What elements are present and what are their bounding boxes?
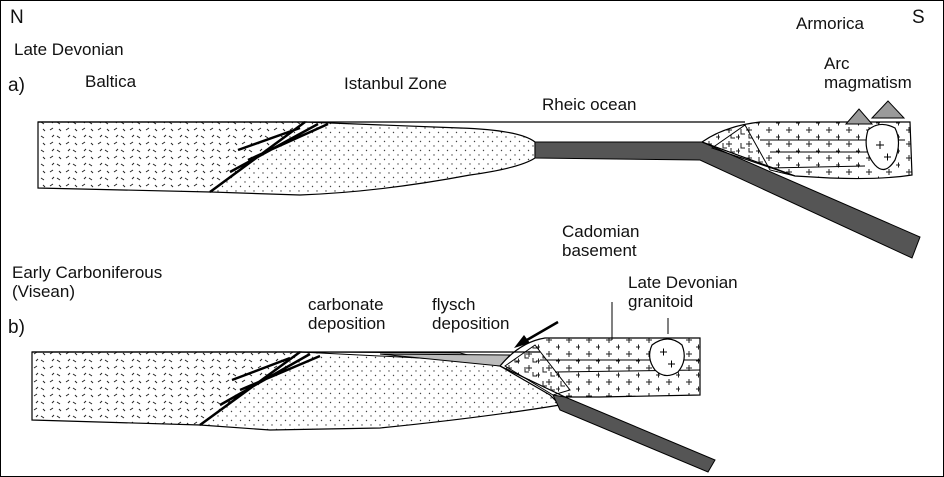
carbonate-line1: carbonate <box>308 295 384 314</box>
subducting-slab-b <box>552 394 716 473</box>
granitoid-line1: Late Devonian <box>628 273 738 292</box>
armorica-crust-a <box>700 121 913 180</box>
carbonate-line2: deposition <box>308 314 386 333</box>
early-carboniferous-label: Early Carboniferous (Visean) <box>12 263 162 301</box>
thrust-faults-b <box>199 350 321 427</box>
age-b-line2: (Visean) <box>12 282 75 301</box>
arc-volcano-2-a <box>870 100 906 119</box>
rheic-ocean-label: Rheic ocean <box>542 95 637 114</box>
late-devonian-granitoid-label: Late Devonian granitoid <box>628 273 738 311</box>
baltica-label: Baltica <box>85 72 137 91</box>
flysch-line1: flysch <box>432 295 476 314</box>
arc-volcano-1-a <box>844 108 874 125</box>
thrust-faults-a <box>209 120 329 194</box>
arc-label-line2: magmatism <box>824 73 912 92</box>
granitoid-pluton-b <box>649 338 685 377</box>
cadomian-basement-label: Cadomian basement <box>562 222 640 260</box>
istanbul-zone-label: Istanbul Zone <box>344 74 448 93</box>
arc-magmatism-label: Arc magmatism <box>824 54 912 92</box>
cadomian-line1: Cadomian <box>562 222 640 241</box>
late-devonian-label: Late Devonian <box>14 40 124 59</box>
cadomian-lower-crust-b <box>504 344 571 396</box>
panel-b-letter: b) <box>8 317 25 338</box>
armorica-lower-crust-a <box>710 124 796 177</box>
granitoid-line2: granitoid <box>628 292 694 311</box>
cadomian-line2: basement <box>562 241 637 260</box>
flysch-line2: deposition <box>432 314 510 333</box>
north-label: N <box>10 7 24 28</box>
arc-pluton-a <box>865 123 900 171</box>
carbonate-deposition-label: carbonate deposition <box>308 295 386 333</box>
armorica-label: Armorica <box>796 14 865 33</box>
panel-a-letter: a) <box>8 75 25 96</box>
south-label: S <box>912 7 925 28</box>
arc-label-line1: Arc <box>824 54 850 73</box>
panel-a-section <box>37 100 921 259</box>
age-b-line1: Early Carboniferous <box>12 263 163 282</box>
flysch-deposition-label: flysch deposition <box>432 295 510 333</box>
panel-b-section <box>31 302 716 473</box>
